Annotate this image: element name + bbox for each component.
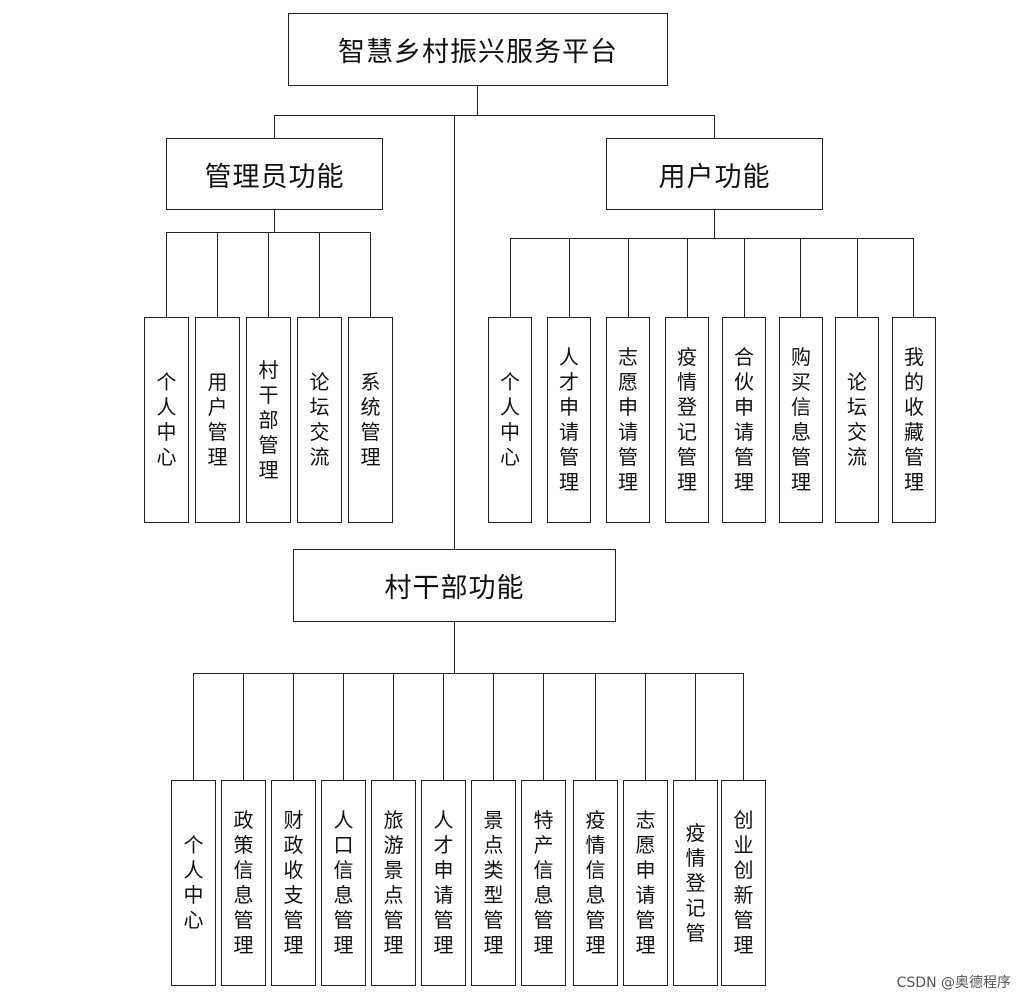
cadre-item-label: 疫情登记管 xyxy=(685,820,706,945)
watermark: CSDN @奥德程序 xyxy=(896,975,1011,991)
connector xyxy=(454,621,455,674)
connector xyxy=(274,115,275,139)
user-item-label: 购买信息管理 xyxy=(791,345,811,494)
user-item-label: 人才申请管理 xyxy=(559,345,579,494)
cadre-item: 疫情信息管理 xyxy=(573,780,618,986)
cadre-item-label: 创业创新管理 xyxy=(733,808,754,957)
cadre-item-label: 景点类型管理 xyxy=(483,808,504,957)
user-item: 疫情登记管理 xyxy=(665,317,709,523)
connector xyxy=(293,673,294,781)
connector xyxy=(370,232,371,318)
connector xyxy=(569,238,570,318)
connector xyxy=(193,673,744,674)
connector xyxy=(393,673,394,781)
connector xyxy=(268,232,269,318)
connector xyxy=(166,232,167,318)
admin-node-label: 管理员功能 xyxy=(204,161,345,193)
user-item: 购买信息管理 xyxy=(779,317,823,523)
cadre-item: 特产信息管理 xyxy=(521,780,566,986)
admin-item: 用户管理 xyxy=(195,317,240,523)
connector xyxy=(343,673,344,781)
cadre-item-label: 旅游景点管理 xyxy=(383,808,404,957)
cadre-item-label: 疫情信息管理 xyxy=(585,808,606,957)
cadre-item: 财政收支管理 xyxy=(271,780,316,986)
cadre-item-label: 人口信息管理 xyxy=(333,808,354,957)
connector xyxy=(714,209,715,239)
cadre-item-label: 特产信息管理 xyxy=(533,808,554,957)
connector xyxy=(744,238,745,318)
connector xyxy=(319,232,320,318)
connector xyxy=(443,673,444,781)
user-item-label: 疫情登记管理 xyxy=(677,345,697,494)
connector xyxy=(510,238,511,318)
cadre-item-label: 志愿申请管理 xyxy=(635,808,656,957)
user-item: 合伙申请管理 xyxy=(722,317,766,523)
root-node: 智慧乡村振兴服务平台 xyxy=(288,13,668,86)
user-item: 人才申请管理 xyxy=(547,317,591,523)
admin-item-label: 个人中心 xyxy=(156,370,177,469)
cadre-item: 旅游景点管理 xyxy=(371,780,416,986)
admin-item: 村干部管理 xyxy=(246,317,291,523)
connector xyxy=(645,673,646,781)
cadre-item: 创业创新管理 xyxy=(721,780,766,986)
admin-item-label: 用户管理 xyxy=(207,370,228,469)
admin-item-label: 论坛交流 xyxy=(309,370,330,469)
connector xyxy=(477,85,478,116)
cadre-node: 村干部功能 xyxy=(293,549,616,622)
user-item-label: 个人中心 xyxy=(500,370,520,469)
cadre-item-label: 个人中心 xyxy=(183,833,204,932)
connector xyxy=(857,238,858,318)
connector xyxy=(695,673,696,781)
user-item: 个人中心 xyxy=(488,317,532,523)
cadre-item: 志愿申请管理 xyxy=(623,780,668,986)
admin-node: 管理员功能 xyxy=(166,138,383,210)
user-item: 我的收藏管理 xyxy=(892,317,936,523)
admin-item: 系统管理 xyxy=(348,317,393,523)
user-item-label: 我的收藏管理 xyxy=(904,345,924,494)
connector xyxy=(217,232,218,318)
connector xyxy=(595,673,596,781)
connector xyxy=(274,115,715,116)
connector xyxy=(193,673,194,781)
connector xyxy=(454,115,455,550)
cadre-item: 政策信息管理 xyxy=(221,780,266,986)
admin-item-label: 村干部管理 xyxy=(258,357,279,482)
admin-item: 论坛交流 xyxy=(297,317,342,523)
user-item: 志愿申请管理 xyxy=(606,317,650,523)
connector xyxy=(274,209,275,233)
connector xyxy=(714,115,715,139)
cadre-node-label: 村干部功能 xyxy=(384,573,525,604)
connector xyxy=(800,238,801,318)
cadre-item-label: 政策信息管理 xyxy=(233,808,254,957)
user-node-label: 用户功能 xyxy=(658,161,771,193)
admin-item-label: 系统管理 xyxy=(360,370,381,469)
cadre-item: 疫情登记管 xyxy=(673,780,718,986)
user-item-label: 论坛交流 xyxy=(847,370,867,469)
user-item-label: 合伙申请管理 xyxy=(734,345,754,494)
cadre-item: 景点类型管理 xyxy=(471,780,516,986)
connector xyxy=(543,673,544,781)
connector xyxy=(243,673,244,781)
cadre-item-label: 财政收支管理 xyxy=(283,808,304,957)
cadre-item-label: 人才申请管理 xyxy=(433,808,454,957)
connector xyxy=(743,673,744,781)
connector xyxy=(913,238,914,318)
connector xyxy=(687,238,688,318)
connector xyxy=(510,238,914,239)
connector xyxy=(628,238,629,318)
cadre-item: 人才申请管理 xyxy=(421,780,466,986)
cadre-item: 人口信息管理 xyxy=(321,780,366,986)
admin-item: 个人中心 xyxy=(144,317,189,523)
user-node: 用户功能 xyxy=(606,138,823,210)
cadre-item: 个人中心 xyxy=(171,780,216,986)
user-item-label: 志愿申请管理 xyxy=(618,345,638,494)
connector xyxy=(493,673,494,781)
root-node-label: 智慧乡村振兴服务平台 xyxy=(338,37,618,68)
user-item: 论坛交流 xyxy=(835,317,879,523)
